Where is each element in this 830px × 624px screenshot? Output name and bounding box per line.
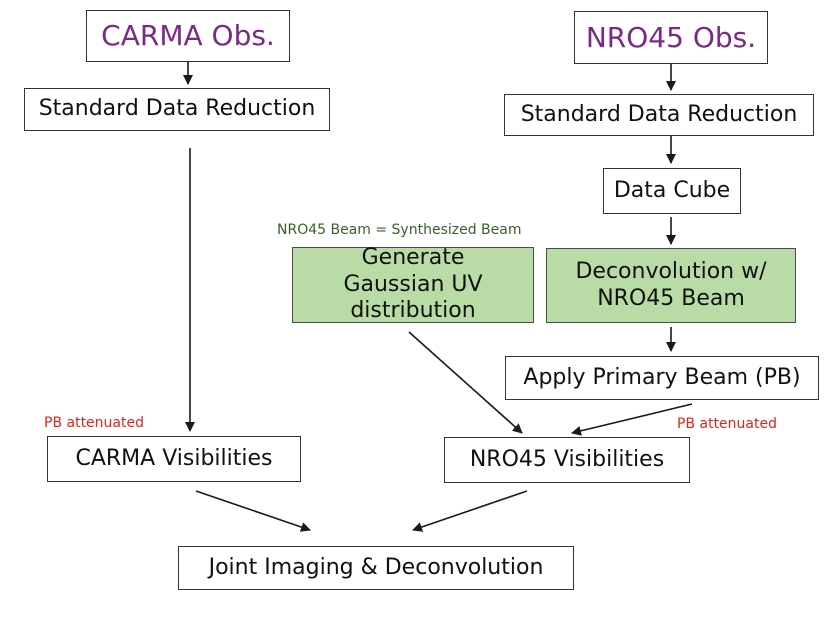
carma-obs-label: CARMA Obs. (101, 19, 275, 53)
apply-primary-beam-label: Apply Primary Beam (PB) (523, 364, 801, 390)
arrow-pb-to-nro-visibilities (571, 403, 693, 436)
nro45-obs-box: NRO45 Obs. (574, 11, 768, 64)
generate-gaussian-label: Generate Gaussian UV distribution (343, 245, 483, 324)
nro45-pb-attenuated-note: PB attenuated (677, 416, 777, 432)
nro45-visibilities-box: NRO45 Visibilities (444, 437, 690, 483)
arrow-gaussian-to-nro-visibilities (408, 331, 523, 434)
carma-obs-box: CARMA Obs. (86, 10, 290, 62)
nro45-standard-reduction-label: Standard Data Reduction (520, 101, 798, 127)
joint-imaging-box: Joint Imaging & Deconvolution (178, 546, 574, 590)
carma-standard-reduction-box: Standard Data Reduction (24, 88, 330, 131)
arrow-carma-vis-to-joint (195, 490, 311, 532)
data-cube-label: Data Cube (613, 177, 731, 203)
carma-visibilities-box: CARMA Visibilities (47, 436, 301, 482)
deconvolution-box: Deconvolution w/ NRO45 Beam (546, 248, 796, 323)
carma-visibilities-label: CARMA Visibilities (75, 445, 273, 471)
arrow-nro-vis-to-joint (412, 490, 528, 532)
nro45-standard-reduction-box: Standard Data Reduction (504, 94, 814, 136)
deconvolution-label: Deconvolution w/ NRO45 Beam (575, 259, 767, 311)
nro45-beam-note: NRO45 Beam = Synthesized Beam (277, 222, 522, 238)
data-cube-box: Data Cube (603, 168, 741, 214)
carma-pb-attenuated-note: PB attenuated (44, 415, 144, 431)
nro45-obs-label: NRO45 Obs. (585, 20, 757, 54)
carma-standard-reduction-label: Standard Data Reduction (38, 96, 316, 122)
joint-imaging-label: Joint Imaging & Deconvolution (208, 554, 544, 580)
generate-gaussian-box: Generate Gaussian UV distribution (292, 245, 534, 324)
nro45-visibilities-label: NRO45 Visibilities (469, 446, 665, 472)
apply-primary-beam-box: Apply Primary Beam (PB) (505, 356, 819, 400)
